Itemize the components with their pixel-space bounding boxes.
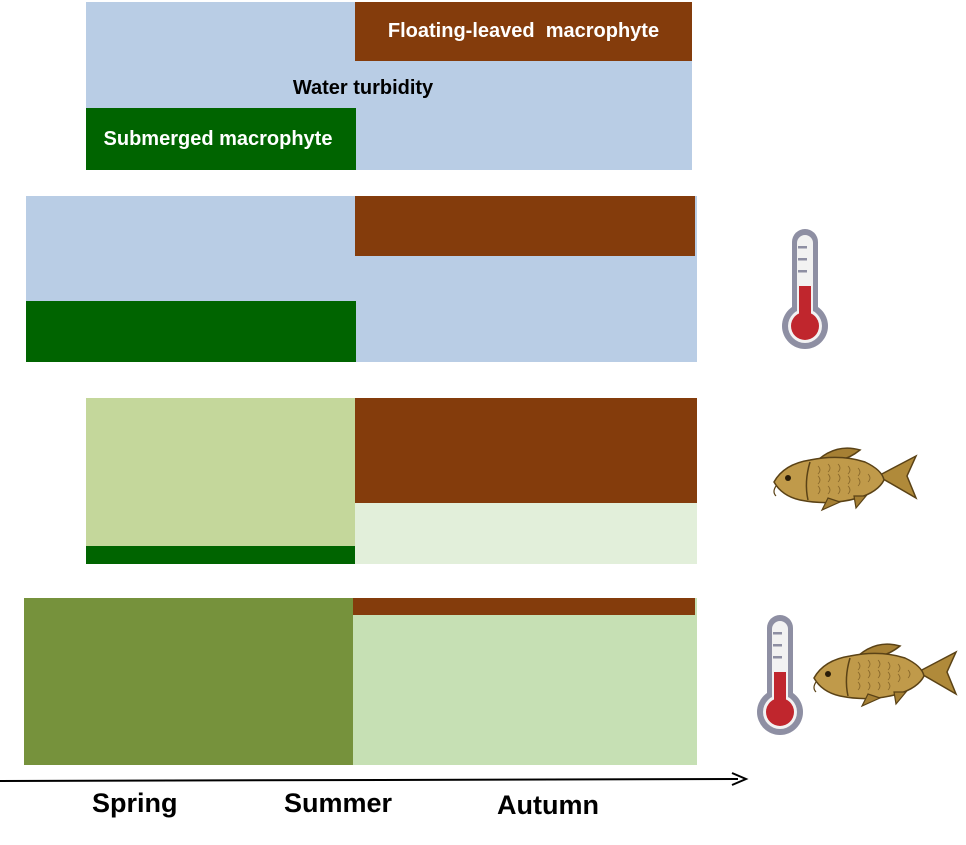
timeline-arrow bbox=[0, 770, 750, 790]
row3-floating-leaved-macrophyte-block bbox=[355, 398, 697, 503]
thermometer-icon bbox=[755, 612, 807, 742]
row3-spring-turbid-block bbox=[86, 398, 356, 564]
floating-leaved-macrophyte-label: Floating-leaved macrophyte bbox=[387, 20, 660, 42]
carp-fish-icon bbox=[770, 440, 920, 515]
row1-floating-leaved-macrophyte-block bbox=[355, 2, 692, 61]
water-turbidity-label: Water turbidity bbox=[292, 76, 434, 99]
season-label-summer: Summer bbox=[284, 788, 393, 818]
row1-submerged-macrophyte-block bbox=[86, 108, 356, 170]
carp-fish-icon bbox=[810, 636, 960, 711]
row2-submerged-macrophyte-block bbox=[26, 301, 356, 362]
row4-floating-leaved-macrophyte-block bbox=[353, 598, 695, 615]
row4-spring-algae-block bbox=[24, 598, 356, 765]
thermometer-icon bbox=[780, 226, 832, 356]
season-label-spring: Spring bbox=[92, 788, 178, 818]
submerged-macrophyte-label: Submerged macrophyte bbox=[103, 127, 333, 150]
row4-autumn-algae-block bbox=[353, 598, 697, 765]
row3-submerged-macrophyte-block bbox=[86, 546, 356, 564]
season-label-autumn: Autumn bbox=[497, 790, 599, 820]
row2-floating-leaved-macrophyte-block bbox=[355, 196, 695, 256]
